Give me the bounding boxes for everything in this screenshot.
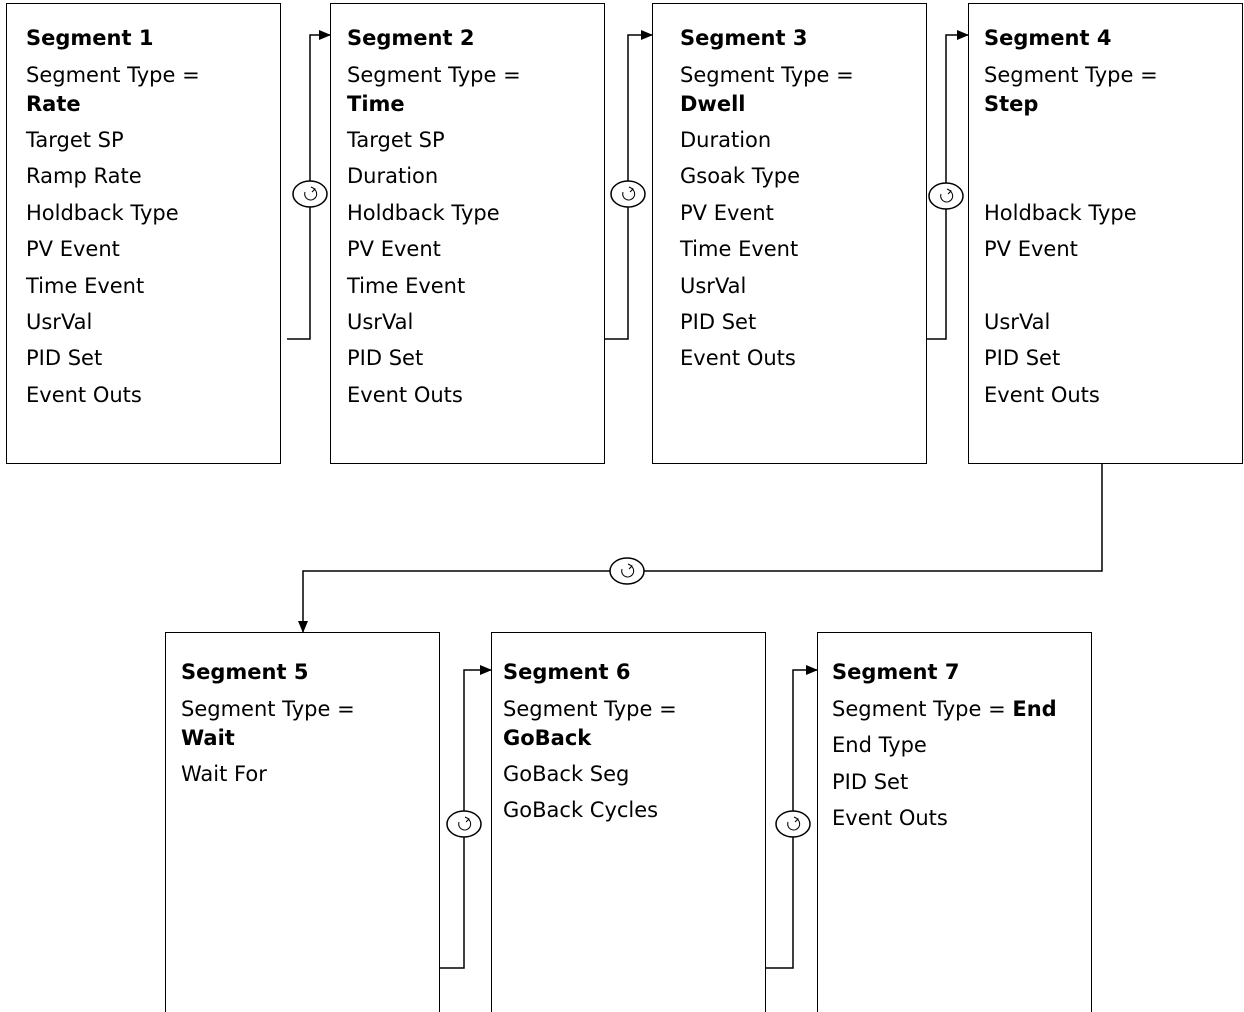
segment-type-label: Segment Type = [503,697,677,721]
segment-type-label: Segment Type = [347,63,521,87]
param-duration: Duration [347,164,439,188]
param-event-outs: Event Outs [680,346,796,370]
segment-5-box: Segment 5 Segment Type = Wait Wait For [165,632,440,1012]
param-pv-event: PV Event [680,201,774,225]
scroll-key-icon [609,557,645,585]
segment-6-box: Segment 6 Segment Type = GoBack GoBack S… [491,632,766,1012]
segment-type-value: Dwell [680,92,746,116]
param-holdback-type: Holdback Type [347,201,500,225]
param-holdback-type: Holdback Type [984,201,1137,225]
param-usrval: UsrVal [26,310,93,334]
segment-type-line: Segment Type = End [832,697,1057,721]
segment-type-label: Segment Type = [984,63,1158,87]
param-pid-set: PID Set [26,346,103,370]
param-time-event: Time Event [347,274,466,298]
segment-type-label: Segment Type = [832,697,1006,721]
param-wait-for: Wait For [181,762,267,786]
param-pid-set: PID Set [832,770,909,794]
segment-type-value: Wait [181,726,235,750]
param-pid-set: PID Set [347,346,424,370]
segment-type-value: GoBack [503,726,592,750]
connector-4-5 [298,463,1103,633]
param-time-event: Time Event [680,237,799,261]
segment-title: Segment 4 [984,26,1112,50]
segment-4-box: Segment 4 Segment Type = Step Holdback T… [968,3,1243,464]
param-end-type: End Type [832,733,927,757]
scroll-key-icon [928,182,964,210]
segment-type-value: End [1012,697,1057,721]
param-pid-set: PID Set [680,310,757,334]
segment-1-box: Segment 1 Segment Type = Rate Target SP … [6,3,281,464]
param-ramp-rate: Ramp Rate [26,164,142,188]
segment-3-box: Segment 3 Segment Type = Dwell Duration … [652,3,927,464]
param-event-outs: Event Outs [984,383,1100,407]
segment-title: Segment 3 [680,26,808,50]
param-goback-seg: GoBack Seg [503,762,630,786]
segment-type-label: Segment Type = [680,63,854,87]
param-event-outs: Event Outs [832,806,948,830]
param-time-event: Time Event [26,274,145,298]
segment-type-label: Segment Type = [26,63,200,87]
param-event-outs: Event Outs [347,383,463,407]
segment-title: Segment 5 [181,660,309,684]
scroll-key-icon [292,180,328,208]
param-gsoak-type: Gsoak Type [680,164,801,188]
param-goback-cycles: GoBack Cycles [503,798,659,822]
segment-title: Segment 1 [26,26,154,50]
param-target-sp: Target SP [26,128,124,152]
scroll-key-icon [775,810,811,838]
segment-title: Segment 7 [832,660,960,684]
param-holdback-type: Holdback Type [26,201,179,225]
param-pid-set: PID Set [984,346,1061,370]
param-pv-event: PV Event [984,237,1078,261]
param-usrval: UsrVal [347,310,414,334]
segment-title: Segment 6 [503,660,631,684]
param-duration: Duration [680,128,772,152]
param-event-outs: Event Outs [26,383,142,407]
param-usrval: UsrVal [984,310,1051,334]
segment-type-value: Time [347,92,405,116]
segment-title: Segment 2 [347,26,475,50]
param-target-sp: Target SP [347,128,445,152]
param-pv-event: PV Event [26,237,120,261]
segment-2-box: Segment 2 Segment Type = Time Target SP … [330,3,605,464]
param-pv-event: PV Event [347,237,441,261]
segment-7-box: Segment 7 Segment Type = End End Type PI… [817,632,1092,1012]
scroll-key-icon [446,810,482,838]
scroll-key-icon [610,180,646,208]
segment-type-value: Step [984,92,1039,116]
segment-type-label: Segment Type = [181,697,355,721]
param-usrval: UsrVal [680,274,747,298]
segment-type-value: Rate [26,92,81,116]
